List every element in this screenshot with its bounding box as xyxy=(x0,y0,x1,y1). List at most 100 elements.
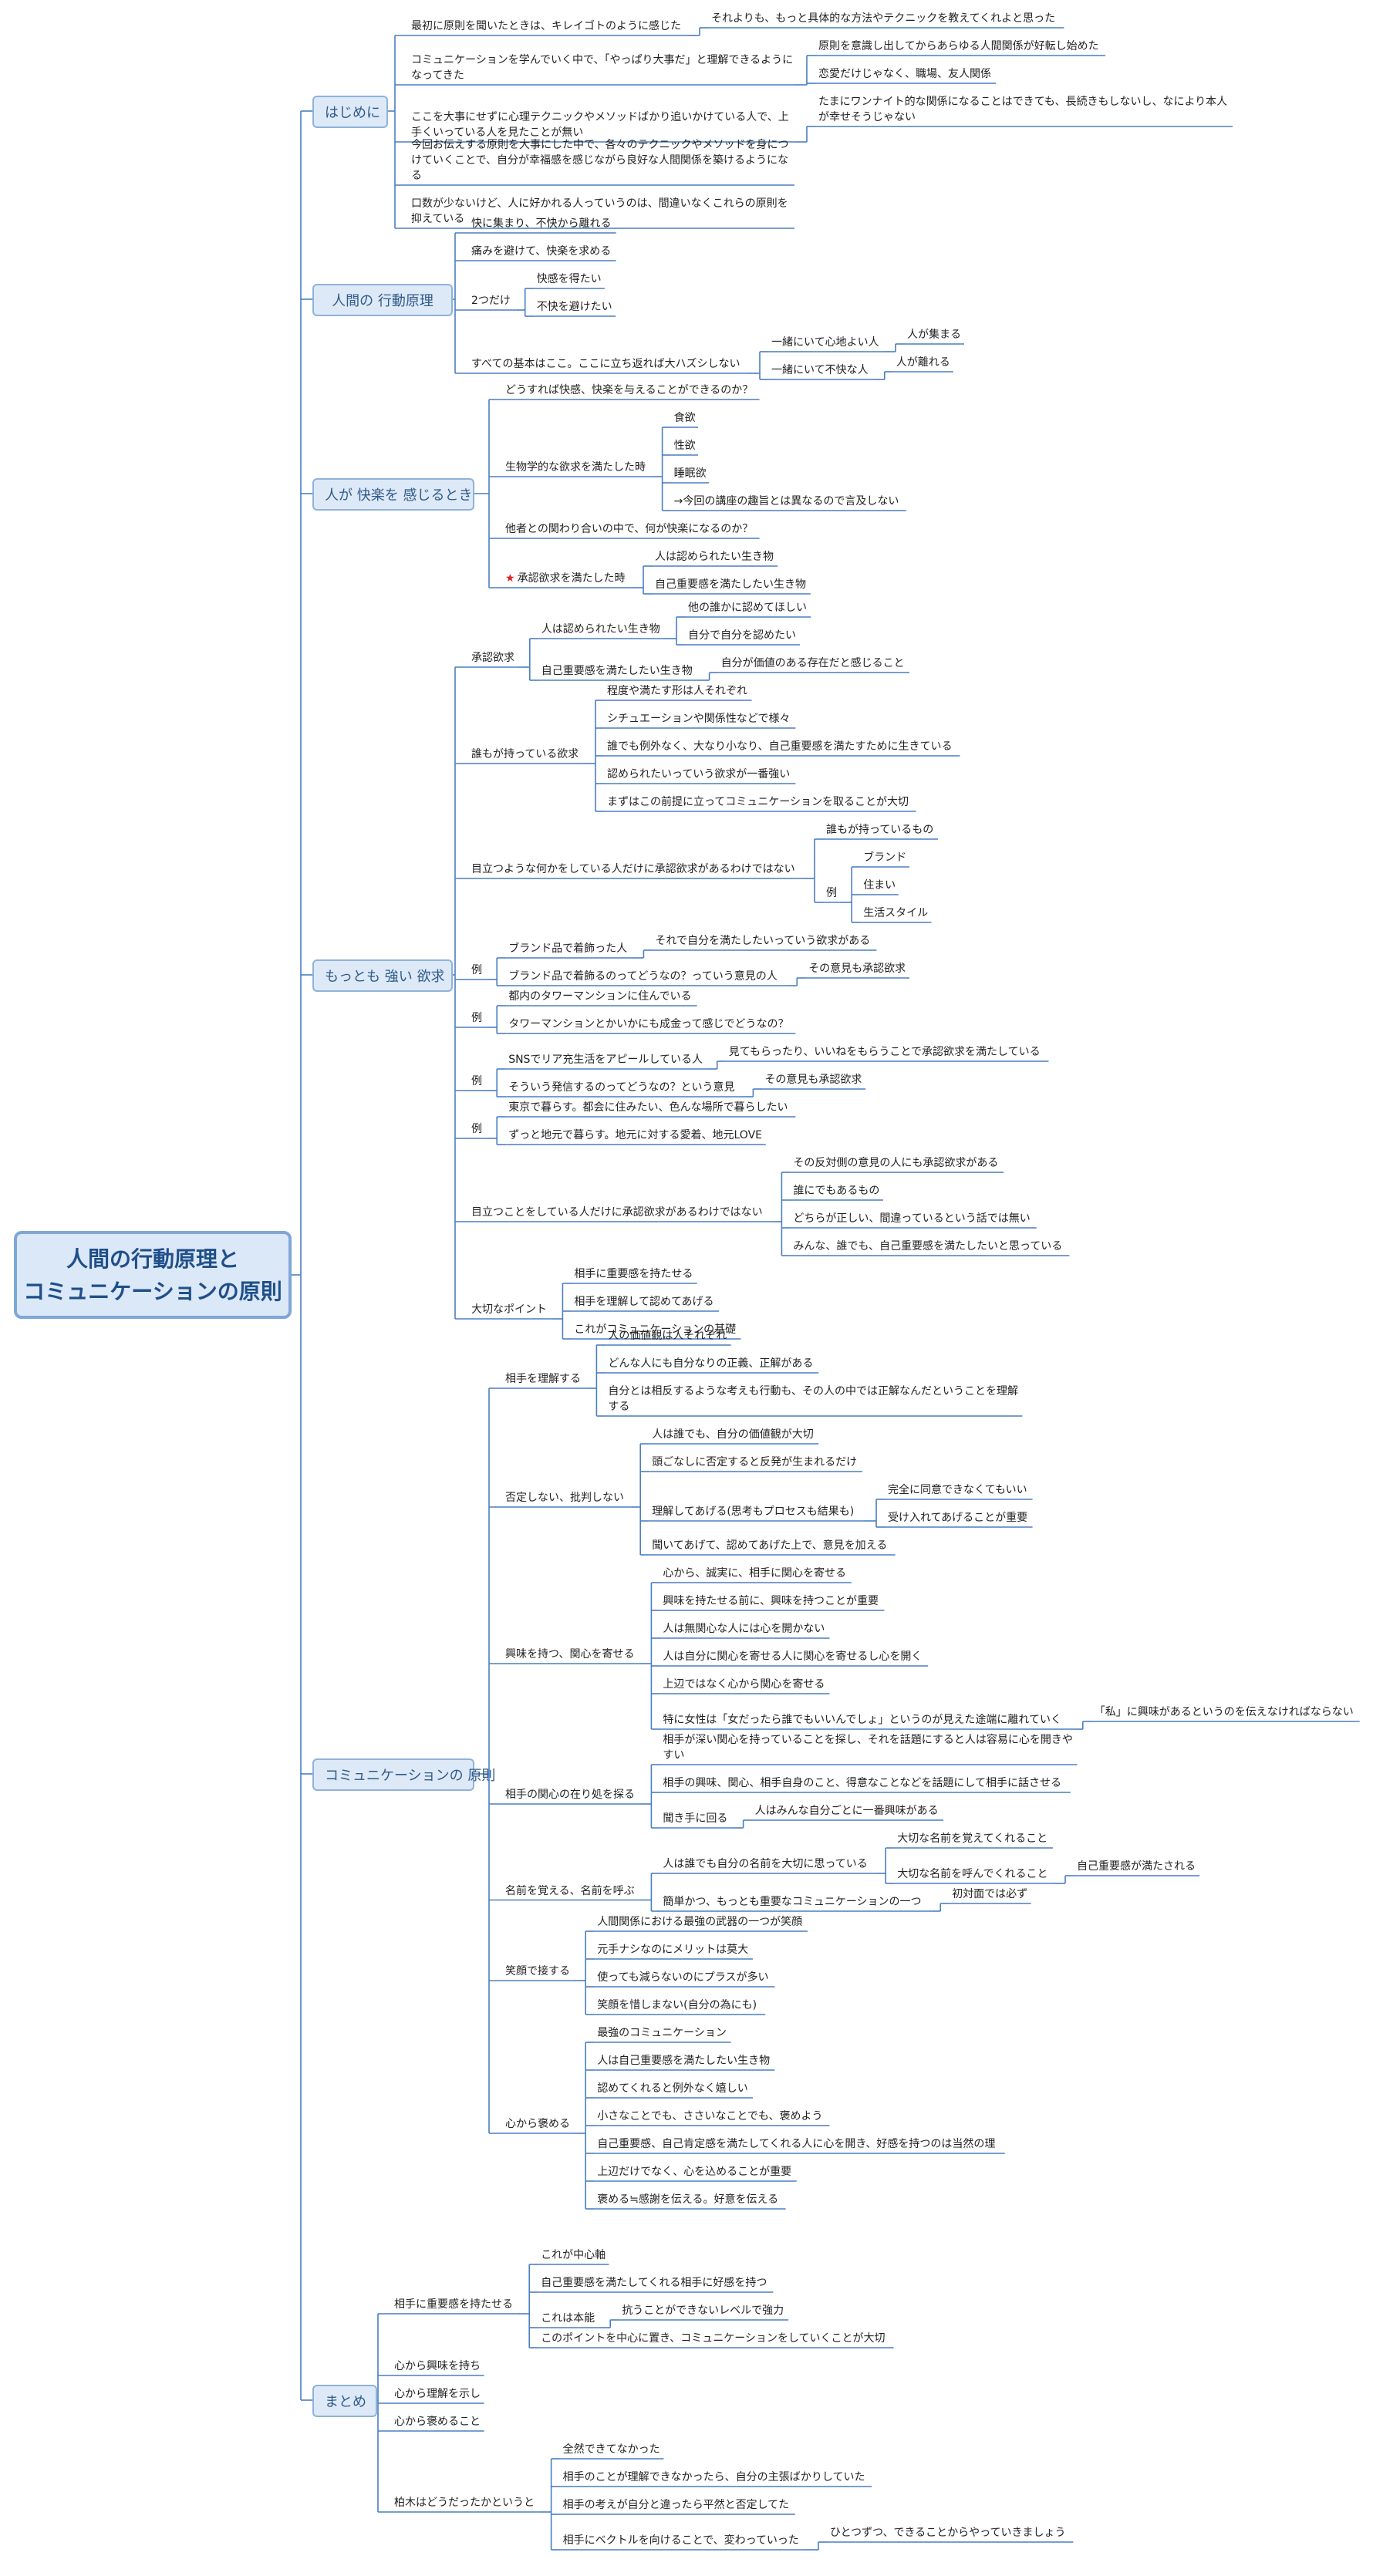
subtopic-node[interactable]: 認めてくれると例外なく嬉しい xyxy=(595,2081,755,2096)
subtopic-node[interactable]: SNSでリア充生活をアピールしている人 xyxy=(506,1052,707,1067)
topic-node[interactable]: 承認欲求 xyxy=(469,650,520,666)
topic-node[interactable]: 目立つことをしている人だけに承認欲求があるわけではない xyxy=(469,1205,771,1220)
subtopic-node[interactable]: 誰にでもあるもの xyxy=(791,1183,886,1199)
subtopic-node[interactable]: 相手を理解して認めてあげる xyxy=(572,1294,721,1310)
subtopic-node[interactable]: まずはこの前提に立ってコミュニケーションを取ることが大切 xyxy=(605,794,919,810)
subtopic-node[interactable]: タワーマンションとかいかにも成金って感じでどうなの？ xyxy=(506,1017,798,1032)
topic-node[interactable]: 快に集まり、不快から離れる xyxy=(469,216,619,231)
subtopic-node[interactable]: 人は誰でも、自分の価値観が大切 xyxy=(649,1427,821,1442)
topic-node[interactable]: 例 xyxy=(469,1010,487,1026)
subtopic-node[interactable]: 理解してあげる(思考もプロセスも結果も) xyxy=(649,1504,866,1519)
subtopic-node[interactable]: これが中心軸 xyxy=(538,2247,611,2263)
topic-node[interactable]: 否定しない、批判しない xyxy=(503,1490,630,1505)
subtopic-node[interactable]: 他の誰かに認めてほしい xyxy=(686,600,813,615)
subtopic-node[interactable]: →今回の講座の趣旨とは異なるので言及しない xyxy=(672,494,909,509)
topic-node[interactable]: 相手に重要感を持たせる xyxy=(392,2297,519,2312)
subtopic-node[interactable]: 都内のタワーマンションに住んでいる xyxy=(506,989,699,1004)
subtopic-node[interactable]: 人が集まる xyxy=(905,327,966,342)
topic-node[interactable]: 心から褒めること xyxy=(392,2414,487,2429)
subtopic-node[interactable]: 小さなことでも、ささいなことでも、褒めよう xyxy=(595,2109,832,2124)
subtopic-node[interactable]: 元手ナシなのにメリットは莫大 xyxy=(595,1942,755,1957)
subtopic-node[interactable]: 頭ごなしに否定すると反発が生まれるだけ xyxy=(649,1455,865,1470)
subtopic-node[interactable]: 生活スタイル xyxy=(861,905,933,921)
topic-node[interactable]: 生物学的な欲求を満たした時 xyxy=(503,460,653,475)
subtopic-node[interactable]: それよりも、もっと具体的な方法やテクニックを教えてくれよと思った xyxy=(709,11,1066,26)
subtopic-node[interactable]: 人はみんな自分ごとに一番興味がある xyxy=(753,1803,946,1819)
subtopic-node[interactable]: 全然できてなかった xyxy=(561,2442,666,2457)
topic-node[interactable]: 他者との関わり合いの中で、何が快楽になるのか？ xyxy=(503,521,762,537)
subtopic-node[interactable]: 東京で暮らす。都会に住みたい、色んな場所で暮らしたい xyxy=(506,1100,798,1115)
subtopic-node[interactable]: 人は自分に関心を寄せる人に関心を寄せるし心を開く xyxy=(660,1649,930,1664)
subtopic-node[interactable]: 程度や満たす形は人それぞれ xyxy=(605,683,754,699)
topic-node[interactable]: 痛みを避けて、快楽を求める xyxy=(469,244,619,259)
subtopic-node[interactable]: 性欲 xyxy=(672,438,700,453)
subtopic-node[interactable]: 大切な名前を覚えてくれること xyxy=(895,1831,1055,1846)
subtopic-node[interactable]: 自己重要感を満たしたい生き物 xyxy=(539,663,700,679)
subtopic-node[interactable]: 最強のコミュニケーション xyxy=(595,2025,733,2041)
subtopic-node[interactable]: シチュエーションや関係性などで様々 xyxy=(605,711,798,727)
subtopic-node[interactable]: 使っても減らないのにプラスが多い xyxy=(595,1970,777,1985)
topic-node[interactable]: 今回お伝えする原則を大事にした中で、各々のテクニックやメソッドを身につけていくこ… xyxy=(409,137,797,184)
subtopic-node[interactable]: みんな、誰でも、自己重要感を満たしたいと思っている xyxy=(791,1239,1071,1254)
topic-node[interactable]: 口数が少ないけど、人に好かれる人っていうのは、間違いなくこれらの原則を抑えている xyxy=(409,196,797,227)
topic-node[interactable]: 誰もが持っている欲求 xyxy=(469,747,585,762)
topic-node[interactable]: 最初に原則を聞いたときは、キレイゴトのように感じた xyxy=(409,19,690,34)
topic-node[interactable]: 相手を理解する xyxy=(503,1371,586,1387)
branch-topic[interactable]: もっとも 強い 欲求 xyxy=(312,959,453,992)
subtopic-node[interactable]: 住まい xyxy=(861,878,901,893)
subtopic-node[interactable]: 受け入れてあげることが重要 xyxy=(886,1510,1035,1526)
branch-topic[interactable]: コミュニケーションの 原則 xyxy=(312,1758,495,1791)
subtopic-node[interactable]: 上辺ではなく心から関心を寄せる xyxy=(660,1677,832,1692)
subtopic-node[interactable]: 原則を意識し出してからあらゆる人間関係が好転し始めた xyxy=(816,39,1108,54)
subtopic-node[interactable]: 誰でも例外なく、大なり小なり、自己重要感を満たすために生きている xyxy=(605,739,962,754)
subtopic-node[interactable]: たまにワンナイト的な関係になることはできても、長続きもしないし、なにより本人が幸… xyxy=(816,94,1235,125)
subtopic-node[interactable]: その意見も承認欲求 xyxy=(762,1072,868,1087)
topic-node[interactable]: 目立つような何かをしている人だけに承認欲求があるわけではない xyxy=(469,861,805,877)
subtopic-node[interactable]: これがコミュニケーションの基礎 xyxy=(572,1322,743,1337)
topic-node[interactable]: 例 xyxy=(469,1121,487,1137)
subtopic-node[interactable]: 簡単かつ、もっとも重要なコミュニケーションの一つ xyxy=(660,1894,930,1910)
branch-topic[interactable]: はじめに xyxy=(312,96,388,128)
topic-node[interactable]: 心から理解を示し xyxy=(392,2386,487,2402)
subtopic-node[interactable]: そういう発信するのってどうなの？という意見 xyxy=(506,1080,743,1095)
subtopic-node[interactable]: 誰もが持っているもの xyxy=(824,822,940,838)
subtopic-node[interactable]: どんな人にも自分なりの正義、正解がある xyxy=(606,1356,821,1371)
subtopic-node[interactable]: 恋愛だけじゃなく、職場、友人関係 xyxy=(816,66,998,82)
subtopic-node[interactable]: 初対面では必ず xyxy=(950,1886,1033,1902)
subtopic-node[interactable]: 褒める≒感謝を伝える。好意を伝える xyxy=(595,2192,788,2207)
subtopic-node[interactable]: 上辺だけでなく、心を込めることが重要 xyxy=(595,2164,799,2180)
subtopic-node[interactable]: 相手のことが理解できなかったら、自分の主張ばかりしていた xyxy=(561,2470,875,2485)
subtopic-node[interactable]: 完全に同意できなくてもいい xyxy=(886,1482,1035,1498)
subtopic-node[interactable]: 快感を得たい xyxy=(535,271,607,287)
subtopic-node[interactable]: ブランド xyxy=(861,850,912,865)
subtopic-node[interactable]: 人は無関心な人には心を開かない xyxy=(660,1621,832,1637)
subtopic-node[interactable]: 自己重要感を満たしてくれる相手に好感を持つ xyxy=(538,2275,775,2291)
subtopic-node[interactable]: 相手の興味、関心、相手自身のこと、得意なことなどを話題にして相手に話させる xyxy=(660,1775,1072,1791)
topic-node[interactable]: 例 xyxy=(469,1074,487,1089)
subtopic-node[interactable]: ブランド品で着飾るのってどうなの？っていう意見の人 xyxy=(506,969,787,984)
topic-node[interactable]: 例 xyxy=(469,963,487,978)
subtopic-node[interactable]: 不快を避けたい xyxy=(535,299,618,315)
topic-node[interactable]: どうすれば快感、快楽を与えることができるのか？ xyxy=(503,383,762,398)
subtopic-node[interactable]: 例 xyxy=(824,885,842,901)
subtopic-node[interactable]: 大切な名前を呼んでくれること xyxy=(895,1866,1055,1882)
subtopic-node[interactable]: ひとつずつ、できることからやっていきましょう xyxy=(828,2525,1075,2541)
subtopic-node[interactable]: 認められたいっていう欲求が一番強い xyxy=(605,767,798,782)
subtopic-node[interactable]: 自分で自分を認めたい xyxy=(686,628,802,643)
subtopic-node[interactable]: 「私」に興味があるというのを伝えなければならない xyxy=(1092,1704,1362,1720)
branch-topic[interactable]: 人間の 行動原理 xyxy=(312,284,453,316)
topic-node[interactable]: 2つだけ xyxy=(469,293,515,309)
subtopic-node[interactable]: 人は認められたい生き物 xyxy=(653,549,780,565)
subtopic-node[interactable]: それで自分を満たしたいっていう欲求がある xyxy=(653,933,879,949)
subtopic-node[interactable]: 聞いてあげて、認めてあげた上で、意見を加える xyxy=(649,1538,897,1553)
topic-node[interactable]: 興味を持つ、関心を寄せる xyxy=(503,1647,641,1662)
subtopic-node[interactable]: 一緒にいて不快な人 xyxy=(769,362,875,378)
subtopic-node[interactable]: ブランド品で着飾った人 xyxy=(506,941,633,956)
subtopic-node[interactable]: 自己重要感を満たしたい生き物 xyxy=(653,577,813,592)
branch-topic[interactable]: 人が 快楽を 感じるとき xyxy=(312,478,474,511)
topic-node[interactable]: 大切なポイント xyxy=(469,1302,552,1317)
subtopic-node[interactable]: 睡眠欲 xyxy=(672,466,712,481)
subtopic-node[interactable]: 人の価値観は人それぞれ xyxy=(606,1328,733,1344)
topic-node[interactable]: コミュニケーションを学んでいく中で、「やっぱり大事だ」と理解できるようになってき… xyxy=(409,52,797,83)
subtopic-node[interactable]: 相手に重要感を持たせる xyxy=(572,1266,699,1282)
